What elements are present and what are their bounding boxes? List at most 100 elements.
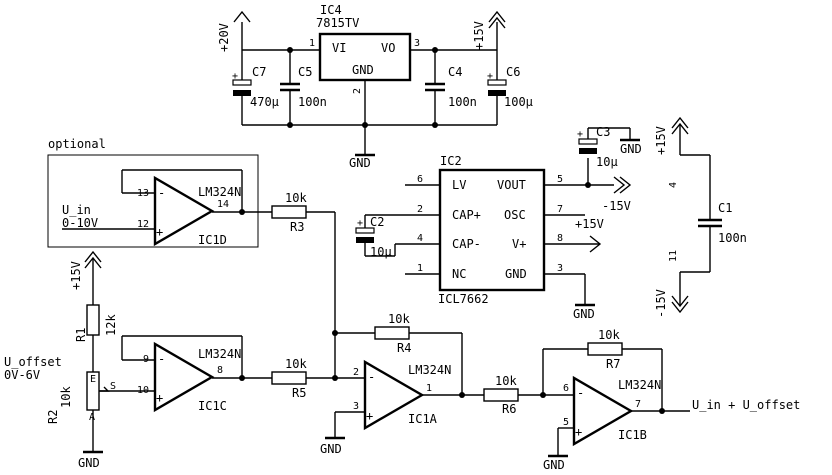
- ic2-gnd-text: GND: [573, 307, 595, 321]
- c3-gnd-text: GND: [620, 142, 642, 156]
- r2-value: 10k: [59, 386, 73, 408]
- svg-text:+: +: [366, 409, 373, 423]
- r1-resistor: [86, 304, 100, 336]
- output-label: U_in + U_offset: [692, 398, 800, 412]
- c1-pin-top: 4: [668, 182, 679, 188]
- ic1d-pin-plus: 12: [137, 219, 149, 230]
- svg-text:+: +: [577, 129, 583, 140]
- ic4-vo-label: VO: [381, 41, 395, 55]
- ic1a-opamp: [363, 359, 425, 431]
- c6-value: 100µ: [504, 95, 533, 109]
- c1-section: +15V -15V 4 11 C1 100n: [654, 116, 747, 318]
- ic1c-name: IC1C: [198, 399, 227, 413]
- r2-gnd-text: GND: [78, 456, 100, 470]
- plus15v-c1-label: +15V: [654, 126, 668, 155]
- svg-text:+: +: [232, 71, 238, 82]
- svg-text:+: +: [575, 425, 582, 439]
- c2-value: 10µ: [370, 245, 392, 259]
- svg-text:-: -: [577, 386, 584, 400]
- r7-name: R7: [606, 357, 620, 371]
- r5-value: 10k: [285, 357, 307, 371]
- ic4-gnd-label: GND: [352, 63, 374, 77]
- ic1b-pin-plus: 5: [563, 417, 569, 428]
- c6-capacitor: + C6 100µ: [487, 50, 533, 125]
- offset-network: +15V R1 12k E S A R2 10k U_offset 0V-6V …: [4, 250, 155, 470]
- c7-name: C7: [252, 65, 266, 79]
- ic1b-name: IC1B: [618, 428, 647, 442]
- ic2-name: IC2: [440, 154, 462, 168]
- ic2-body: [438, 168, 546, 292]
- ic2-pin-8: 8: [557, 233, 563, 244]
- ic2-nc-label: NC: [452, 267, 466, 281]
- ic4-pin1: 1: [309, 38, 315, 49]
- svg-text:-: -: [158, 352, 165, 366]
- ic2-lv-label: LV: [452, 178, 466, 192]
- ic1a-pin-plus: 3: [353, 401, 359, 412]
- optional-frame: [47, 154, 259, 248]
- ic1c-pin-plus: 10: [137, 385, 149, 396]
- r2-name: R2: [46, 410, 60, 424]
- ic1b-gnd-text: GND: [543, 458, 565, 472]
- c3-name: C3: [596, 125, 610, 139]
- ic1b-opamp: [572, 375, 634, 447]
- svg-text:+: +: [357, 218, 363, 229]
- ic2-osc-label: OSC: [504, 208, 526, 222]
- plus15v-top-rail-symbol: +15V: [472, 10, 506, 50]
- svg-text:-: -: [368, 370, 375, 384]
- ic4-name: IC4: [320, 3, 342, 17]
- c7-value: 470µ: [250, 95, 279, 109]
- ic2-section: IC2 ICL7662 6 2 4 1 LV CAP+ CAP- NC 5 7 …: [355, 125, 642, 321]
- ic1b-part: LM324N: [618, 378, 661, 392]
- ic1a-name: IC1A: [408, 412, 438, 426]
- ic4-part: 7815TV: [316, 16, 359, 30]
- c5-name: C5: [298, 65, 312, 79]
- r6-value: 10k: [495, 374, 517, 388]
- ic2-pin-3: 3: [557, 263, 563, 274]
- r5-name: R5: [292, 386, 306, 400]
- r4-name: R4: [397, 341, 411, 355]
- r6-name: R6: [502, 402, 516, 416]
- ic1d-pin-out: 14: [217, 199, 229, 210]
- ic1b-pin-out: 7: [635, 399, 641, 410]
- ic4-vi-label: VI: [332, 41, 346, 55]
- svg-text:+: +: [487, 71, 493, 82]
- ic2-capplus-label: CAP+: [452, 208, 481, 222]
- plus20v-label: +20V: [217, 23, 231, 52]
- r3-resistor: 10k R3: [271, 191, 307, 234]
- plus15v-r1-label: +15V: [69, 261, 83, 290]
- r1-name: R1: [74, 328, 88, 342]
- c3-value: 10µ: [596, 155, 618, 169]
- c5-value: 100n: [298, 95, 327, 109]
- c4-capacitor: C4 100n: [425, 50, 477, 125]
- ic1c-pin-out: 8: [217, 365, 223, 376]
- ic2-pin-5: 5: [557, 174, 563, 185]
- svg-text:+: +: [156, 391, 163, 405]
- plus15v-mid-label: +15V: [575, 217, 604, 231]
- ic4-pin2: 2: [352, 88, 363, 94]
- svg-text:+: +: [156, 225, 163, 239]
- r3-name: R3: [290, 220, 304, 234]
- u-offset-range-label: 0V-6V: [4, 368, 40, 382]
- c6-name: C6: [506, 65, 520, 79]
- r3-value: 10k: [285, 191, 307, 205]
- r4-value: 10k: [388, 312, 410, 326]
- minus15v-c1-label: -15V: [654, 289, 668, 318]
- plus20v-rail-symbol: +20V: [217, 10, 251, 52]
- c2-capacitor: + C2 10µ: [355, 215, 396, 259]
- ic4-pin3: 3: [414, 38, 420, 49]
- r5-resistor: 10k R5: [271, 357, 307, 400]
- ic1c-opamp: [153, 341, 215, 413]
- ic1c-part: LM324N: [198, 347, 241, 361]
- c7-capacitor: + C7 470µ: [232, 50, 279, 125]
- ic2-pin-1: 1: [417, 263, 423, 274]
- u-in-label: U_in: [62, 203, 91, 217]
- c1-pin-bottom: 11: [668, 250, 679, 262]
- ic1a-part: LM324N: [408, 363, 451, 377]
- ic1b-section: - + 6 5 7 LM324N IC1B GND 10k R7 U_in + …: [542, 328, 800, 472]
- ic4-gnd-text: GND: [349, 156, 371, 170]
- ic1d-name: IC1D: [198, 233, 227, 247]
- ic1b-pin-minus: 6: [563, 383, 569, 394]
- ic2-vplus-label: V+: [512, 237, 526, 251]
- r4-resistor: [374, 326, 410, 340]
- ic2-capminus-label: CAP-: [452, 237, 481, 251]
